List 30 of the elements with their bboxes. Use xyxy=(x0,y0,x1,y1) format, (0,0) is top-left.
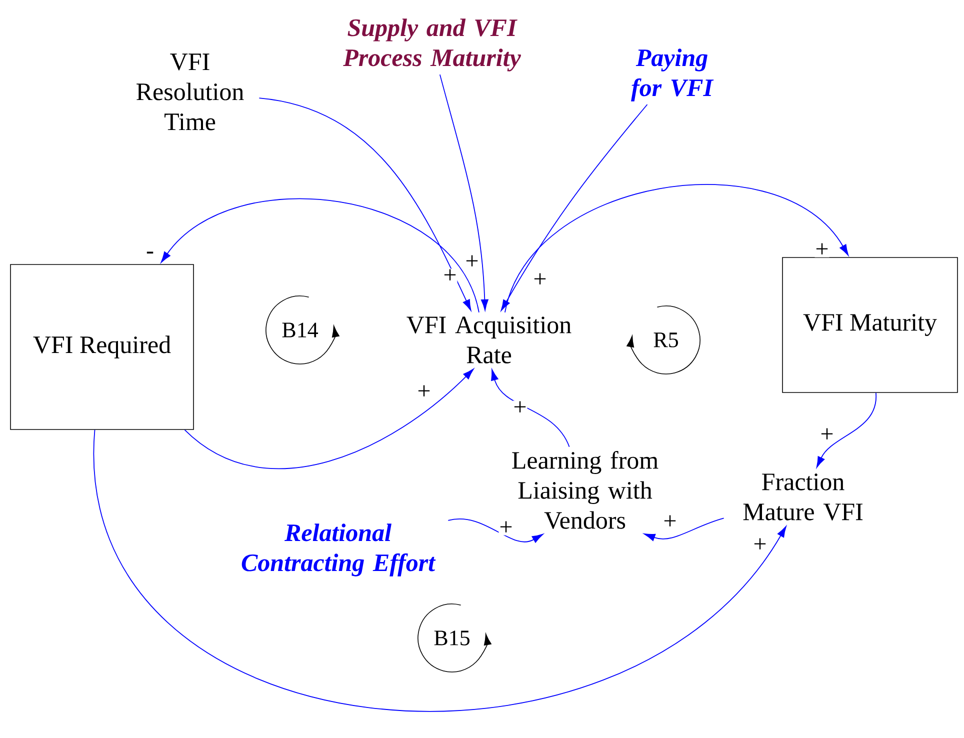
arrow xyxy=(448,518,544,543)
polarity-sign: + xyxy=(500,521,512,532)
polarity-sign: + xyxy=(444,269,456,280)
polarity-sign: + xyxy=(534,273,546,284)
variable-label: Fraction Mature VFI xyxy=(743,474,863,520)
variable-label: Learning from Liaising with Vendors xyxy=(512,451,658,529)
variable-label: VFI Acquisition Rate xyxy=(406,316,572,364)
polarity-sign: - xyxy=(146,252,154,254)
variable-label: Supply and VFI Process Maturity xyxy=(343,18,521,72)
polarity-sign: + xyxy=(514,401,526,412)
polarity-sign: + xyxy=(816,243,828,254)
variable-label: Paying for VFI xyxy=(631,48,714,102)
stock-box: VFI Maturity xyxy=(782,257,958,393)
polarity-sign: + xyxy=(664,515,676,526)
arrow xyxy=(644,518,724,541)
variable-label: VFI Resolution Time xyxy=(136,54,244,130)
arrow xyxy=(504,184,849,313)
arrow xyxy=(160,198,480,313)
polarity-sign: + xyxy=(821,428,833,440)
arrow xyxy=(439,74,488,311)
arrow xyxy=(491,369,570,448)
polarity-sign: + xyxy=(418,385,430,396)
arrow xyxy=(816,392,876,468)
arrow xyxy=(258,98,472,311)
stock-box: VFI Required xyxy=(10,264,194,430)
polarity-sign: + xyxy=(466,255,478,266)
polarity-sign: + xyxy=(754,538,766,550)
arrow xyxy=(500,104,648,311)
variable-label: Relational Contracting Effort xyxy=(242,524,436,576)
arrow xyxy=(184,368,474,470)
